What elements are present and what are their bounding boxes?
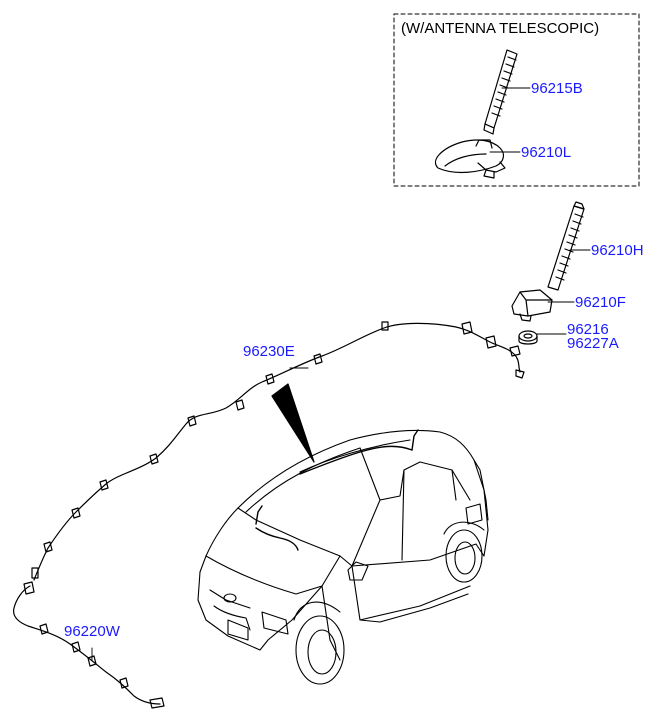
antenna-base-telescopic (434, 139, 506, 179)
part-label-antenna-rod[interactable]: 96210H (591, 242, 644, 259)
pointer-wedge (271, 383, 315, 463)
part-label-antenna-base-telescopic[interactable]: 96210L (521, 144, 572, 161)
part-label-antenna-base[interactable]: 96210F (575, 294, 626, 311)
antenna-base (511, 289, 553, 322)
roof-antenna-cable (31, 321, 525, 581)
part-label-telescopic-rod[interactable]: 96215B (531, 80, 583, 97)
option-box-title: (W/ANTENNA TELESCOPIC) (401, 20, 600, 37)
telescopic-rod (483, 49, 518, 135)
option-box-frame (393, 13, 640, 187)
part-label-extension-cable[interactable]: 96220W (64, 623, 120, 640)
vehicle-outline (197, 429, 489, 685)
part-label-gasket[interactable]: 96227A (567, 335, 619, 352)
antenna-rod (547, 201, 585, 291)
extension-cable (13, 581, 165, 709)
mounting-nut (518, 330, 538, 345)
part-label-mounting-nut[interactable]: 96216 (567, 321, 609, 338)
part-label-roof-antenna-cable[interactable]: 96230E (243, 343, 295, 360)
